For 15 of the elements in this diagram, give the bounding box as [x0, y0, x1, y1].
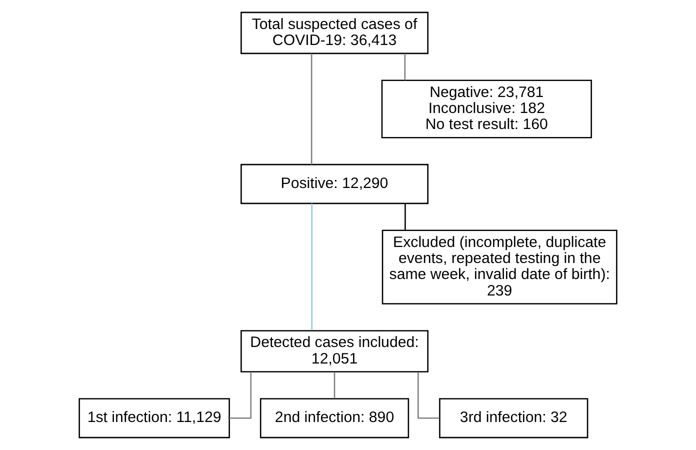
connector	[334, 372, 336, 398]
connector	[229, 372, 252, 419]
node-box: Positive: 12,290	[240, 164, 428, 204]
connector	[311, 204, 312, 330]
node-box: 2nd infection: 890	[260, 398, 410, 438]
connector	[418, 372, 440, 419]
node-box: 1st infection: 11,129	[78, 398, 230, 438]
connector	[310, 54, 312, 164]
connector	[404, 54, 406, 80]
node-box: Negative: 23,781 Inconclusive: 182 No test result: 160	[381, 80, 592, 138]
node-box: 3rd infection: 32	[439, 398, 588, 438]
node-box: Total suspected cases of COVID-19: 36,413	[240, 12, 428, 54]
connector	[404, 204, 406, 230]
node-box: Detected cases included: 12,051	[240, 330, 428, 372]
node-box: Excluded (incomplete, duplicate events, repeated testing in the same week, invalid date of birth): 239	[382, 230, 618, 304]
